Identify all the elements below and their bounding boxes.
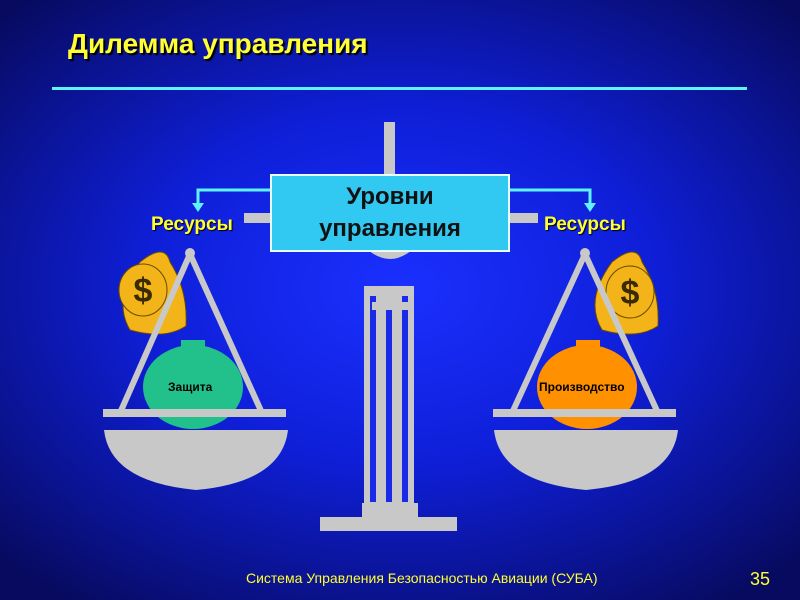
right-hanger-left (509, 252, 588, 415)
scale-beam-left (244, 213, 272, 223)
svg-text:$: $ (621, 274, 640, 312)
scale-column-cap (372, 302, 408, 310)
money-bag-icon: $ (118, 251, 187, 335)
right-hanger-top (580, 248, 590, 258)
center-box: Уровни управления (270, 174, 510, 252)
arrow-right-line (510, 188, 592, 204)
scale-column-gap-3 (402, 296, 408, 502)
scale-beam-right (510, 213, 538, 223)
center-box-line2: управления (319, 215, 461, 242)
left-hanger-right (187, 252, 265, 415)
right-pan-group: $ (493, 248, 678, 490)
resources-label-left: Ресурсы (151, 214, 233, 235)
arrow-left-line (196, 188, 272, 204)
center-box-line1: Уровни (346, 183, 434, 210)
left-hanger-top (185, 248, 195, 258)
bag-label-right: Производство (539, 380, 625, 394)
right-pan-bar (493, 409, 676, 417)
slide-title: Дилемма управления (68, 28, 368, 59)
right-bag (537, 345, 637, 429)
left-pan-bar (103, 409, 286, 417)
svg-text:$: $ (134, 272, 153, 310)
footer-text: Система Управления Безопасностью Авиации… (246, 570, 598, 586)
right-hanger-right (582, 252, 661, 415)
scale-column-gap-1 (370, 296, 376, 502)
title-underline (52, 87, 747, 90)
left-hanger-left (117, 252, 193, 415)
scale-base-step (362, 503, 418, 517)
left-pan-group: $ (103, 248, 288, 490)
arrow-right-head (584, 203, 596, 212)
bag-label-left: Защита (168, 380, 213, 394)
scale-post-top (384, 122, 395, 180)
scale-head (368, 250, 412, 259)
scale-base (320, 517, 457, 531)
arrow-left-head (192, 203, 204, 212)
left-pan-bowl (104, 430, 288, 490)
right-pan-bowl (494, 430, 678, 490)
scale-column-gap-2 (386, 310, 392, 502)
page-number: 35 (750, 569, 771, 589)
left-bag (143, 345, 243, 429)
resources-label-right: Ресурсы (544, 214, 626, 235)
